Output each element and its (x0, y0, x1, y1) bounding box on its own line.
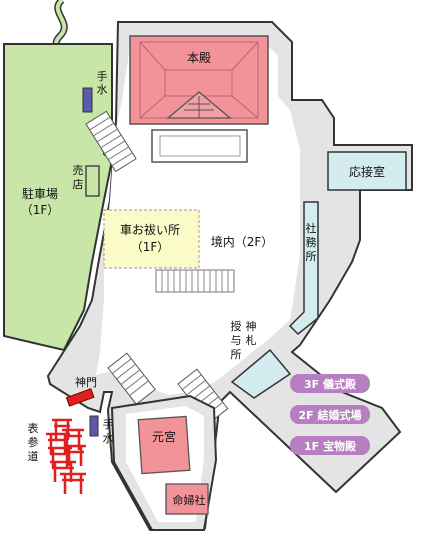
reception-room[interactable] (327, 151, 407, 191)
office-label-1: 社 (306, 221, 317, 235)
approach-label-2: 参 (28, 435, 39, 449)
torii-gates (46, 418, 86, 494)
amulet-label-1c: 所 (231, 348, 242, 361)
mikotosha-label: 命婦社 (173, 493, 206, 507)
shop-building[interactable] (85, 165, 100, 197)
motomiya-label: 元宮 (152, 429, 176, 444)
shrine-office[interactable] (288, 201, 319, 336)
honden-building[interactable] (129, 35, 269, 163)
hall-badge-1[interactable]: 3F 儀式殿 (290, 374, 370, 393)
car-purification-area[interactable] (103, 209, 200, 269)
amulet-label-2a: 神 (246, 319, 257, 333)
stairs-upper-left (85, 110, 137, 173)
office-label-3: 所 (306, 250, 317, 263)
office-label-2: 務 (306, 235, 317, 249)
parking-label-2: （1F） (21, 203, 60, 217)
car-purification-label-1: 車お祓い所 (120, 223, 180, 237)
hand-water-top-label-1: 手 (97, 69, 108, 83)
hand-water-bottom-label-2: 水 (103, 432, 114, 445)
hall-badge-3[interactable]: 1F 宝物殿 (290, 436, 370, 455)
hall-badge-2-label: 2F 結婚式場 (299, 408, 362, 422)
shop-label-1: 売 (73, 164, 84, 177)
amulet-office-building[interactable] (230, 348, 292, 399)
parking-label-1: 駐車場 (22, 186, 58, 201)
hand-water-bottom-basin (89, 415, 99, 437)
approach-label-1: 表 (28, 421, 39, 435)
hall-badge-3-label: 1F 宝物殿 (304, 439, 357, 453)
approach-label-3: 道 (28, 449, 39, 463)
hall-badge-1-label: 3F 儀式殿 (304, 377, 357, 391)
precinct-label: 境内（2F） (211, 234, 274, 249)
hand-water-top-basin (82, 87, 93, 113)
hall-badge-2[interactable]: 2F 結婚式場 (290, 405, 370, 424)
amulet-label-1a: 授 (231, 319, 242, 333)
mikotosha-building[interactable] (165, 483, 209, 515)
amulet-label-1b: 与 (231, 334, 242, 347)
reception-room-label: 応接室 (349, 164, 385, 179)
hand-water-bottom-label-1: 手 (103, 417, 114, 431)
motomiya-building[interactable] (137, 415, 191, 475)
amulet-label-2b: 札 (246, 334, 257, 347)
honden-label: 本殿 (187, 51, 211, 65)
car-purification-label-2: （1F） (131, 240, 170, 254)
central-steps (155, 269, 235, 293)
stairs-lower-left (107, 352, 156, 405)
hand-water-top-label-2: 水 (97, 83, 108, 96)
shinmon-label: 神門 (75, 375, 97, 389)
shinmon-gate[interactable] (65, 388, 95, 407)
shop-label-2: 店 (73, 177, 84, 191)
